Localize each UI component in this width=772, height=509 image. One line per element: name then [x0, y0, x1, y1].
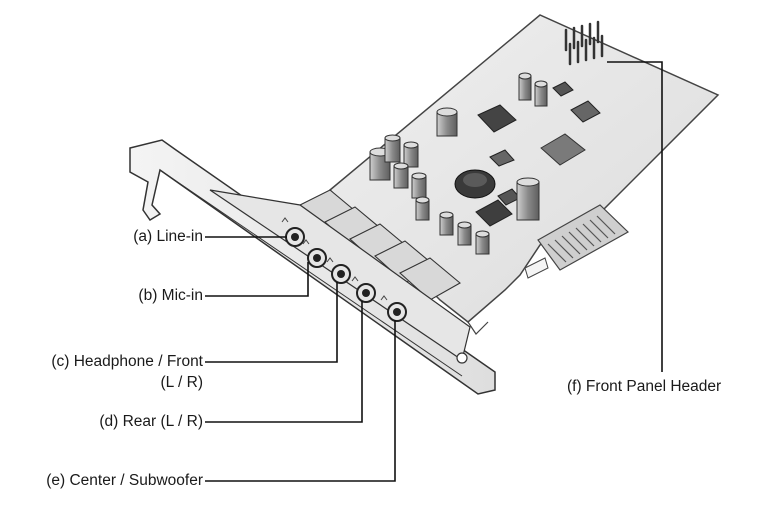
jack-icons: [281, 217, 388, 301]
pcie-connector: [524, 204, 629, 279]
jack-mic-in: [307, 248, 327, 268]
label-front-panel-header: (f) Front Panel Header: [567, 378, 722, 395]
jack-center-subwoofer: [387, 302, 407, 322]
capacitors: [369, 72, 548, 255]
jack-line-in: [285, 227, 305, 247]
leader-b: [205, 262, 309, 297]
label-headphone-front: (c) Headphone / Front: [51, 353, 203, 370]
leader-lines: [205, 61, 663, 482]
chips: [454, 81, 601, 227]
label-line-in: (a) Line-in: [133, 228, 203, 245]
leader-c: [205, 282, 338, 363]
front-panel-header: [564, 20, 604, 66]
label-headphone-front-lr: (L / R): [160, 374, 203, 391]
jack-rear: [356, 283, 376, 303]
pcb-board: [328, 14, 720, 335]
jack-headphone-front: [331, 264, 351, 284]
leader-e: [205, 320, 396, 482]
label-rear: (d) Rear (L / R): [99, 413, 203, 430]
leader-d: [205, 301, 363, 423]
leader-f: [607, 61, 663, 372]
label-mic-in: (b) Mic-in: [138, 287, 203, 304]
label-center-subwoofer: (e) Center / Subwoofer: [46, 472, 203, 489]
